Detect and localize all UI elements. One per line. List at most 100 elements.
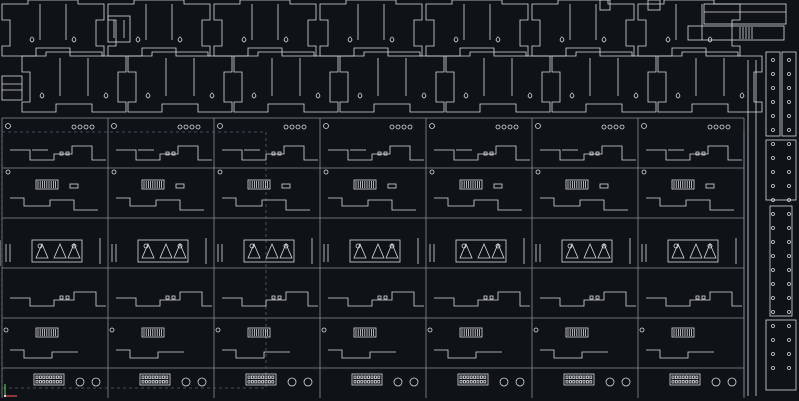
panel-hole [495, 36, 501, 43]
bottom-connector-pin [466, 375, 470, 379]
rail-hole [771, 72, 775, 76]
rail-hole [787, 86, 791, 90]
bottom-connector-pin [671, 375, 675, 379]
profile-outline [646, 291, 742, 307]
profile-outline [646, 349, 714, 359]
top-shirt-panel [107, 0, 211, 57]
small-square [489, 151, 494, 156]
pin-hole [71, 124, 77, 130]
bottom-connector-pin [479, 375, 483, 379]
pin-hole [395, 124, 401, 130]
sensor-dot [567, 243, 573, 249]
panel-hole [103, 92, 109, 99]
mount-hole [5, 123, 11, 129]
pin-hole [507, 124, 513, 130]
bottom-connector-pin [572, 380, 576, 384]
rail-hole [787, 72, 791, 76]
sensor-triangle [459, 242, 473, 259]
pin-hole [401, 124, 407, 130]
bottom-connector-pin [141, 380, 145, 384]
rail-hole [787, 100, 791, 104]
sensor-triangle [265, 242, 279, 259]
sensor-triangle [371, 242, 385, 259]
sensor-triangle [279, 242, 293, 259]
panel-hole [633, 92, 639, 99]
sensor-dot [249, 243, 255, 249]
bottom-connector-pin [360, 380, 364, 384]
panel-hole [251, 92, 257, 99]
edge-hole [217, 169, 223, 175]
sensor-dot [389, 243, 395, 249]
rail-hole [771, 198, 775, 202]
bottom-connector-pin [45, 375, 49, 379]
profile-outline [222, 197, 310, 211]
panel-hole [569, 92, 575, 99]
bottom-connector-pin [373, 375, 377, 379]
pin-hole [301, 124, 307, 130]
bottom-connector-pin [688, 380, 692, 384]
bottom-connector-pin [675, 375, 678, 379]
bottom-connector-pin [483, 375, 487, 379]
small-square [271, 151, 276, 156]
bottom-round-hole [197, 377, 207, 387]
bottom-round-hole [515, 377, 525, 387]
rail-hole [771, 184, 775, 188]
profile-outline [646, 145, 742, 161]
bottom-connector-pin [49, 380, 52, 384]
panel-hole [453, 36, 459, 43]
rail-hole [771, 156, 775, 160]
sensor-dot [355, 243, 361, 249]
profile-outline [328, 291, 424, 307]
bottom-connector-pin [476, 380, 480, 384]
mount-hole [323, 123, 329, 129]
sensor-triangle [35, 242, 49, 259]
sensor-triangle [703, 242, 717, 259]
bottom-connector-pin [267, 380, 271, 384]
small-square [701, 151, 706, 156]
bottom-connector-pin [39, 380, 42, 384]
left-stub-part [1, 75, 23, 101]
profile-outline [540, 349, 608, 359]
small-square [65, 151, 70, 156]
profile-outline [434, 197, 522, 211]
bottom-connector-pin [675, 380, 678, 384]
bottom-connector-pin [356, 375, 360, 379]
rail-hole [787, 366, 791, 370]
title-block-strip [687, 25, 785, 41]
sensor-dot [495, 243, 501, 249]
sensor-frame [455, 239, 507, 263]
small-square [277, 151, 282, 156]
bottom-connector-pin [148, 380, 152, 384]
sensor-frame [137, 239, 189, 263]
bottom-connector-pin [56, 375, 59, 379]
right-rail-part [781, 51, 797, 137]
sensor-triangle [53, 242, 67, 259]
rail-hole [787, 254, 791, 258]
small-square [65, 295, 70, 300]
rail-hole [771, 352, 775, 356]
bottom-round-hole [711, 377, 721, 387]
bottom-connector-pin [466, 380, 470, 384]
panel-hole [463, 92, 469, 99]
profile-outline [540, 145, 636, 161]
bottom-connector-pin [473, 375, 477, 379]
bottom-connector [563, 373, 595, 386]
rail-hole [771, 226, 775, 230]
profile-outline [10, 197, 98, 211]
small-square [589, 295, 594, 300]
sensor-dot [283, 243, 289, 249]
mount-hole [217, 123, 223, 129]
rail-hole [787, 114, 791, 118]
profile-outline [646, 197, 734, 211]
pin-hole [89, 124, 95, 130]
bottom-connector-pin [695, 380, 699, 384]
bottom-connector-pin [681, 380, 685, 384]
connector-block [671, 179, 695, 190]
sensor-frame [561, 239, 613, 263]
pin-hole [289, 124, 295, 130]
bottom-connector-pin [569, 380, 572, 384]
edge-hole [641, 169, 647, 175]
bottom-connector-pin [373, 380, 377, 384]
